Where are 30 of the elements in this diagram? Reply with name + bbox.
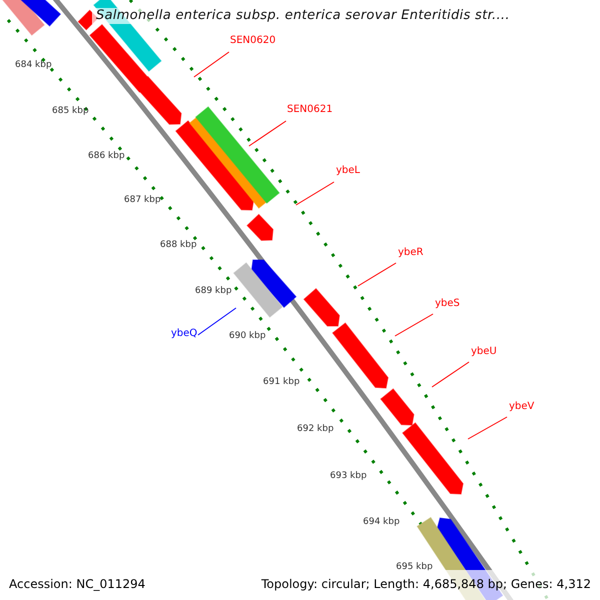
tick-label: 695 kbp xyxy=(396,563,433,572)
tick-label: 689 kbp xyxy=(195,287,232,296)
leader-line xyxy=(194,52,230,78)
tick-label: 694 kbp xyxy=(363,518,400,527)
leader-line xyxy=(248,120,286,146)
gene-label: ybeS xyxy=(435,299,460,309)
leader-line xyxy=(358,262,396,286)
tick-label: 693 kbp xyxy=(330,472,367,481)
leader-line xyxy=(198,308,236,336)
tick-label: 685 kbp xyxy=(52,107,89,116)
tick-label: 692 kbp xyxy=(297,425,334,434)
genome-info-text: Topology: circular; Length: 4,685,848 bp; Genes: 4,312 xyxy=(261,576,591,593)
leader-line xyxy=(296,182,334,206)
leader-line xyxy=(432,362,470,388)
accession-text: Accession: NC_011294 xyxy=(9,576,146,593)
tick-label: 688 kbp xyxy=(160,241,197,250)
tick-label: 686 kbp xyxy=(88,152,125,161)
tick-label: 690 kbp xyxy=(229,332,266,341)
gene-label: SEN0620 xyxy=(230,36,276,46)
leader-line xyxy=(468,416,508,440)
tick-label: 687 kbp xyxy=(124,196,161,205)
leader-line xyxy=(394,314,434,336)
tick-label: 691 kbp xyxy=(263,378,300,387)
gene-label: ybeQ xyxy=(171,329,198,339)
gene-label: ybeL xyxy=(336,166,360,176)
gene-label: ybeR xyxy=(398,248,424,258)
gene-label: ybeU xyxy=(471,347,497,357)
gene-label: SEN0621 xyxy=(287,105,333,115)
gene-label: ybeV xyxy=(509,402,534,412)
tick-label: 684 kbp xyxy=(15,61,52,70)
